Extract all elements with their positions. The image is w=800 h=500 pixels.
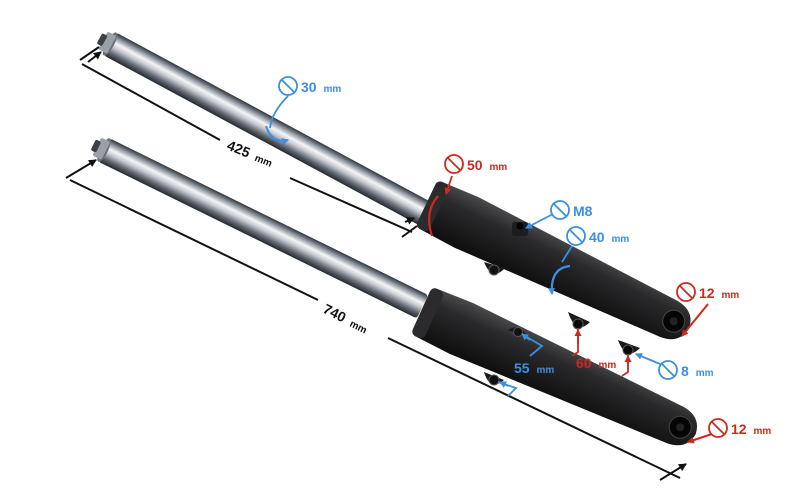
diameter-symbol-icon bbox=[444, 154, 464, 174]
dim-12-upper: 12 mm bbox=[676, 282, 739, 337]
dim-60-value: 60 bbox=[576, 355, 592, 371]
dim-8-unit: mm bbox=[696, 368, 714, 379]
diameter-symbol-icon bbox=[658, 360, 678, 380]
dim-425-unit: mm bbox=[253, 153, 274, 170]
dim-55-value: 55 bbox=[514, 360, 530, 376]
svg-text:55 mm: 55 mm bbox=[514, 360, 554, 376]
dim-50: 50 mm bbox=[427, 154, 507, 237]
svg-text:12 mm: 12 mm bbox=[699, 285, 739, 301]
svg-text:50 mm: 50 mm bbox=[467, 157, 507, 173]
dim-50-value: 50 bbox=[467, 157, 483, 173]
dim-40-value: 40 bbox=[589, 229, 605, 245]
dim-12-lower-unit: mm bbox=[753, 426, 771, 437]
svg-text:60 mm: 60 mm bbox=[576, 355, 616, 371]
svg-text:740 mm: 740 mm bbox=[321, 300, 371, 336]
dim-740-unit: mm bbox=[348, 319, 369, 337]
dim-12-upper-unit: mm bbox=[721, 290, 739, 301]
dim-425: 425 mm bbox=[79, 46, 418, 238]
svg-text:8 mm: 8 mm bbox=[681, 363, 714, 379]
diameter-symbol-icon bbox=[676, 282, 696, 302]
dim-m8-value: M8 bbox=[573, 203, 593, 219]
dim-12-upper-value: 12 bbox=[699, 285, 715, 301]
dim-30: 30 mm bbox=[265, 76, 341, 145]
fork-leg-lower bbox=[91, 138, 698, 446]
diameter-symbol-icon bbox=[708, 418, 728, 438]
svg-text:30 mm: 30 mm bbox=[301, 79, 341, 95]
dim-740: 740 mm bbox=[65, 159, 687, 481]
dim-50-unit: mm bbox=[489, 162, 507, 173]
dim-425-value: 425 bbox=[225, 137, 253, 161]
dim-55-unit: mm bbox=[536, 365, 554, 376]
dim-12-lower-value: 12 bbox=[731, 421, 747, 437]
dim-8-value: 8 bbox=[681, 363, 689, 379]
dim-40-unit: mm bbox=[611, 234, 629, 245]
diameter-symbol-icon bbox=[550, 200, 570, 220]
dim-m8: M8 bbox=[525, 200, 593, 229]
dim-40: 40 mm bbox=[548, 226, 629, 295]
dim-55: 55 mm bbox=[497, 333, 554, 397]
dim-30-unit: mm bbox=[323, 84, 341, 95]
dim-60: 60 mm bbox=[571, 328, 632, 377]
diameter-symbol-icon bbox=[278, 76, 298, 96]
svg-text:40 mm: 40 mm bbox=[589, 229, 629, 245]
dim-8: 8 mm bbox=[635, 353, 714, 380]
diameter-symbol-icon bbox=[566, 226, 586, 246]
dim-60-unit: mm bbox=[598, 360, 616, 371]
svg-text:12 mm: 12 mm bbox=[731, 421, 771, 437]
dim-12-lower: 12 mm bbox=[687, 418, 771, 444]
dim-740-value: 740 bbox=[321, 300, 349, 325]
dim-425-tick-start bbox=[79, 46, 100, 61]
dim-30-value: 30 bbox=[301, 79, 317, 95]
